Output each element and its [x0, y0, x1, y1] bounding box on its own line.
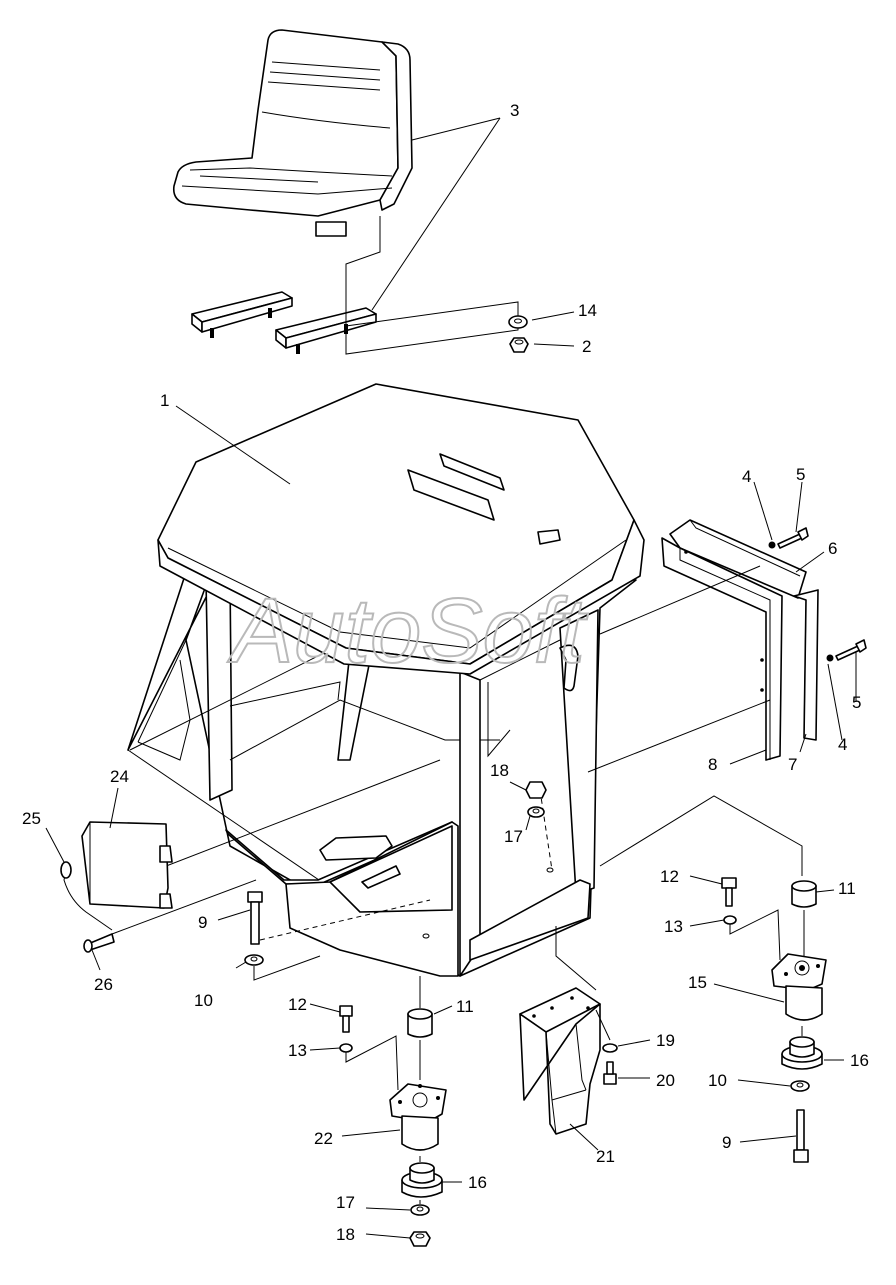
- cab-roof: [157, 383, 645, 675]
- seat-rail-left: [191, 291, 293, 338]
- callout-11-right: 11: [838, 879, 856, 898]
- callout-10-left: 10: [194, 991, 213, 1010]
- callout-7: 7: [788, 755, 797, 774]
- callout-5-lower: 5: [852, 693, 861, 712]
- callout-labels: 3 14 2 1 4 5 6 5 4 8 7 18 17 24 25 26 9 …: [22, 101, 869, 1244]
- callout-17-front: 17: [336, 1193, 355, 1212]
- cushion-16-right: [781, 1036, 823, 1070]
- callout-15: 15: [688, 973, 707, 992]
- strip-7: [793, 589, 819, 741]
- callout-24: 24: [110, 767, 129, 786]
- callout-12-front: 12: [288, 995, 307, 1014]
- bolt-5-upper: [777, 527, 809, 549]
- callout-18-cab: 18: [490, 761, 509, 780]
- callout-17-cab: 17: [504, 827, 523, 846]
- callout-4-lower: 4: [838, 735, 847, 754]
- washer-4-lower: [826, 654, 834, 662]
- callout-9-right: 9: [722, 1133, 731, 1152]
- callout-25: 25: [22, 809, 41, 828]
- callout-21: 21: [596, 1147, 615, 1166]
- cushion-16-front: [401, 1162, 443, 1198]
- callout-2: 2: [582, 337, 591, 356]
- frame-6: [669, 519, 807, 599]
- bolt-9-right: [793, 1109, 809, 1163]
- callout-19: 19: [656, 1031, 675, 1050]
- callout-11-front: 11: [456, 997, 474, 1016]
- watermark-text: AutoSoft: [227, 580, 588, 682]
- callout-20: 20: [656, 1071, 675, 1090]
- washer-10-right: [790, 1080, 810, 1092]
- callout-6: 6: [828, 539, 837, 558]
- bolt-20: [603, 1061, 617, 1085]
- washer-10-left: [244, 954, 264, 966]
- callout-26: 26: [94, 975, 113, 994]
- callout-16-front: 16: [468, 1173, 487, 1192]
- bolt-5-lower: [835, 639, 867, 661]
- bolt-12-front: [339, 1005, 353, 1033]
- washer-4-upper: [768, 541, 776, 549]
- callout-22: 22: [314, 1129, 333, 1148]
- seat-rail-right: [275, 307, 377, 354]
- washer-14: [508, 315, 528, 329]
- washer-13-right: [723, 915, 737, 925]
- callout-4-upper: 4: [742, 467, 751, 486]
- callout-13-front: 13: [288, 1041, 307, 1060]
- bolt-12-right: [721, 877, 737, 907]
- washer-17-cab: [527, 806, 545, 818]
- callout-9-left: 9: [198, 913, 207, 932]
- bracket-21: [519, 987, 601, 1135]
- screw-26: [83, 933, 115, 953]
- callout-1: 1: [160, 391, 169, 410]
- callout-5-upper: 5: [796, 465, 805, 484]
- nut-2: [509, 337, 529, 353]
- callout-12-right: 12: [660, 867, 679, 886]
- washer-17-front: [410, 1204, 430, 1216]
- callout-8: 8: [708, 755, 717, 774]
- nut-18-cab: [525, 781, 547, 799]
- callout-18-front: 18: [336, 1225, 355, 1244]
- callout-16-right: 16: [850, 1051, 869, 1070]
- seat: [172, 29, 413, 237]
- nut-18-front: [409, 1231, 431, 1247]
- bushing-11-right: [791, 880, 817, 908]
- bushing-11-front: [407, 1008, 433, 1038]
- callout-3: 3: [510, 101, 519, 120]
- mount-22: [389, 1083, 447, 1151]
- bolt-9-left: [247, 891, 263, 945]
- washer-13-front: [339, 1043, 353, 1053]
- frame-8: [661, 537, 783, 761]
- callout-14: 14: [578, 301, 597, 320]
- mount-15: [771, 953, 827, 1021]
- washer-19: [602, 1043, 618, 1053]
- callout-leaders: [45, 117, 857, 1239]
- callout-13-right: 13: [664, 917, 683, 936]
- cable-25: [60, 861, 113, 931]
- rear-panel-24: [81, 821, 173, 909]
- callout-10-right: 10: [708, 1071, 727, 1090]
